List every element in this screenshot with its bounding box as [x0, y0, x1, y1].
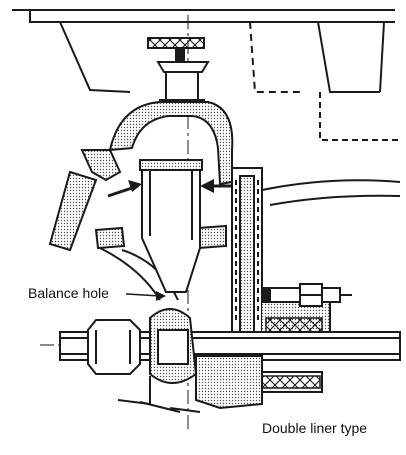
- upper-frame: [12, 9, 400, 141]
- gland-packing: [261, 317, 323, 389]
- bearing-housing: [231, 167, 401, 341]
- balance-hole-label: Balance hole: [28, 285, 109, 301]
- diagram-caption: Double liner type: [262, 420, 368, 436]
- impeller: [139, 159, 203, 293]
- stud-bolt: [269, 283, 352, 307]
- volute-casing: [48, 101, 234, 301]
- balance-hole-leader: [125, 293, 161, 297]
- balance-hole-arrowhead: [156, 291, 166, 301]
- vent-valve: [147, 37, 210, 113]
- flow-arrows: [107, 179, 238, 198]
- impeller-nut: [87, 308, 198, 384]
- lower-casing: [117, 355, 323, 413]
